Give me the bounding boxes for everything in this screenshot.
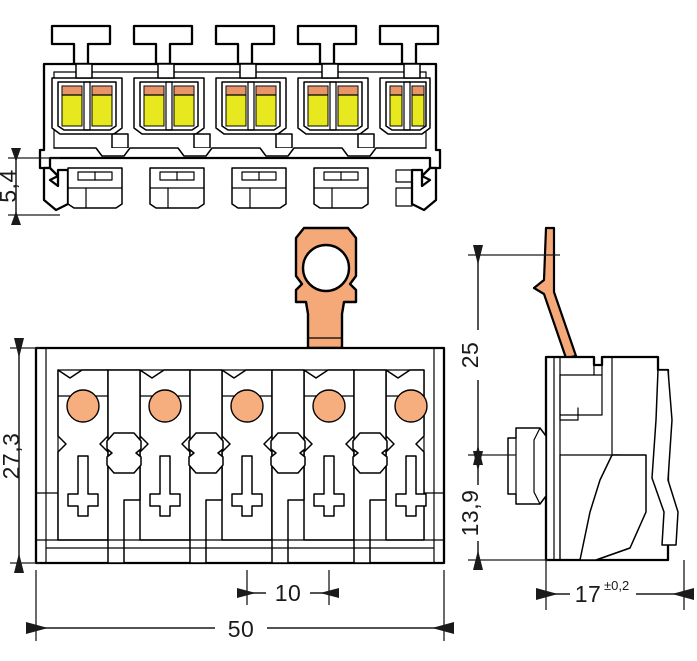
side-view-latch-arm bbox=[651, 369, 679, 546]
side-view-lever bbox=[532, 226, 578, 360]
dim-5-4: 5,4 bbox=[0, 148, 60, 225]
top-view-tab bbox=[378, 24, 440, 66]
operating-lever bbox=[294, 226, 358, 350]
contact-circle bbox=[312, 389, 346, 423]
dim-50-text: 50 bbox=[228, 616, 255, 642]
dim-17: 17 ±0,2 bbox=[536, 560, 694, 610]
lever-hole bbox=[301, 243, 351, 293]
top-view-guide-ribs bbox=[111, 133, 375, 149]
top-view bbox=[38, 24, 442, 212]
top-view-pole-cells bbox=[51, 63, 431, 135]
dim-27-3-text: 27,3 bbox=[0, 433, 24, 480]
octagon-opening bbox=[106, 432, 142, 474]
dim-50: 50 bbox=[26, 570, 454, 642]
front-view-contact-circles bbox=[66, 389, 428, 423]
dim-25-text: 25 bbox=[457, 342, 483, 369]
top-view-pole-cell bbox=[51, 63, 123, 135]
dim-5-4-text: 5,4 bbox=[0, 169, 21, 202]
dim-10: 10 bbox=[237, 570, 339, 606]
dim-13-9: 13,9 bbox=[457, 451, 548, 570]
top-view-pole-cell bbox=[215, 63, 287, 135]
top-view-pole-cell bbox=[379, 63, 431, 135]
dim-25: 25 bbox=[457, 245, 560, 465]
contact-circle bbox=[230, 389, 264, 423]
top-view-pole-cell bbox=[297, 63, 369, 135]
front-view bbox=[34, 346, 446, 565]
top-view-tab bbox=[296, 24, 358, 66]
side-view-foot bbox=[579, 454, 647, 561]
front-view-base-band bbox=[35, 347, 445, 564]
top-view-tab-row bbox=[50, 24, 440, 66]
side-view-pin bbox=[507, 427, 547, 505]
dim-17-text: 17 bbox=[575, 581, 602, 607]
dim-17-tolerance: ±0,2 bbox=[604, 578, 629, 593]
top-view-bottom-profile bbox=[42, 147, 438, 212]
dim-10-text: 10 bbox=[275, 580, 302, 606]
top-view-tab bbox=[214, 24, 276, 66]
contact-circle bbox=[148, 389, 182, 423]
octagon-opening bbox=[352, 432, 388, 474]
dim-13-9-text: 13,9 bbox=[457, 490, 483, 537]
octagon-opening bbox=[270, 432, 306, 474]
contact-circle bbox=[394, 389, 428, 423]
contact-circle bbox=[66, 389, 100, 423]
top-view-tab bbox=[50, 24, 112, 66]
top-view-tab bbox=[132, 24, 194, 66]
side-view bbox=[507, 226, 679, 562]
octagon-opening bbox=[188, 432, 224, 474]
dim-27-3: 27,3 bbox=[0, 338, 40, 573]
top-view-pole-cell bbox=[133, 63, 205, 135]
